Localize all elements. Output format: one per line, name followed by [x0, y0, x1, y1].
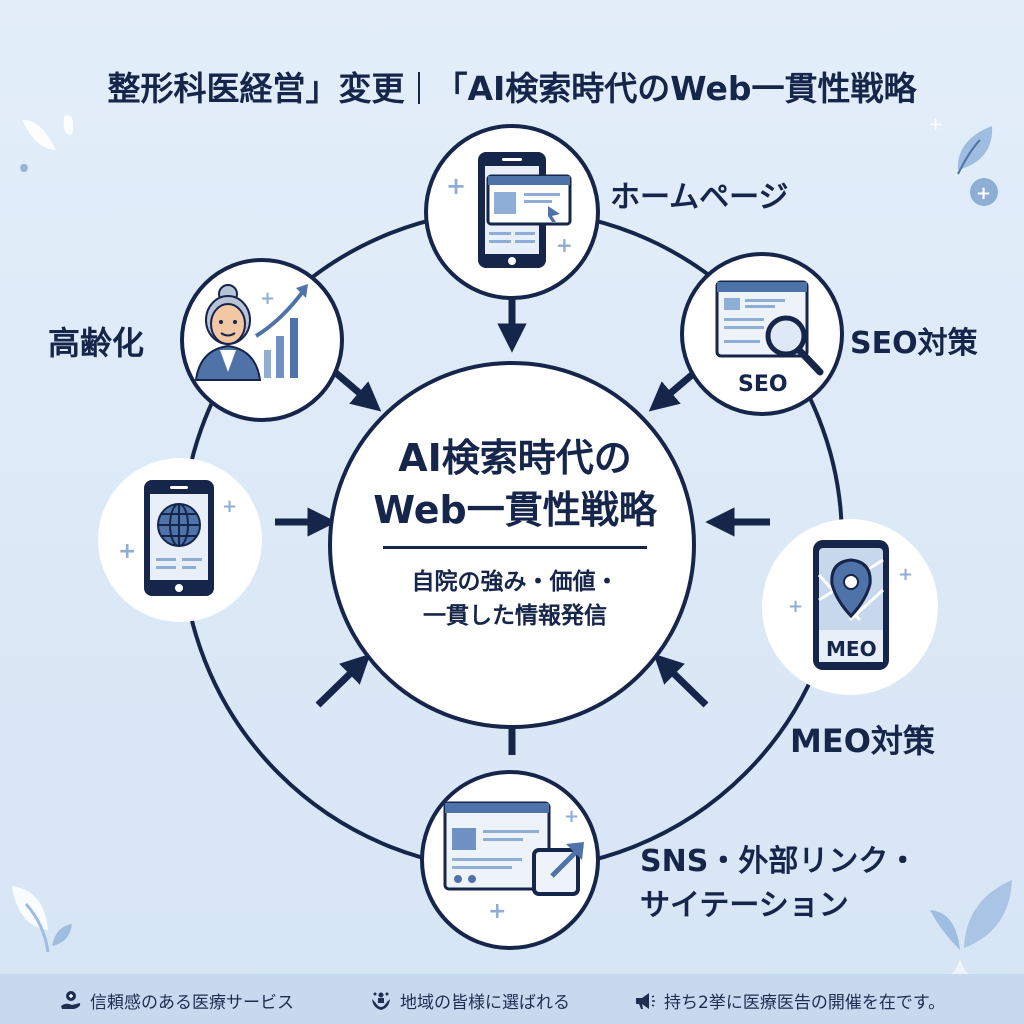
node-mobile-web[interactable]: + + — [98, 458, 262, 622]
center-subtitle-line2: 一貫した情報発信 — [423, 603, 607, 629]
svg-text:+: + — [928, 114, 943, 135]
svg-text:+: + — [222, 496, 237, 517]
svg-text:MEO: MEO — [826, 637, 877, 661]
title-separator — [418, 72, 421, 104]
footer-bar: 信頼感のある医療サービス 地域の皆様に選ばれる 持ち2挙に医療医告の開催を在です… — [0, 974, 1024, 1024]
svg-text:+: + — [118, 539, 136, 564]
svg-text:+: + — [564, 806, 579, 827]
center-divider — [383, 546, 647, 549]
title-right: 「AI検索時代のWeb一貫性戦略 — [434, 69, 917, 108]
label-seo: SEO対策 — [850, 326, 978, 361]
label-sns-line1: SNS・外部リンク・ — [640, 844, 918, 879]
label-sns-line2: サイテーション — [640, 888, 849, 923]
elderly-growth-icon: + — [194, 284, 308, 381]
leaf-decoration-top-left — [20, 115, 73, 172]
leaf-decoration-bottom-left — [12, 886, 72, 953]
svg-text:+: + — [556, 233, 573, 257]
node-aging[interactable]: + — [180, 258, 344, 422]
external-link-icon: + + — [443, 801, 584, 924]
node-homepage[interactable]: + + — [424, 124, 600, 300]
label-meo: MEO対策 — [790, 722, 935, 760]
center-circle — [328, 361, 696, 729]
footer-label-community: 地域の皆様に選ばれる — [400, 993, 570, 1013]
label-homepage: ホームページ — [610, 180, 789, 215]
svg-text:+: + — [446, 172, 466, 200]
label-sns: SNS・外部リンク・ サイテーション — [640, 840, 918, 928]
leaf-decoration-top-right: + + — [928, 114, 998, 206]
footer-label-notice: 持ち2挙に医療医告の開催を在です。 — [664, 993, 946, 1013]
globe-phone-icon: + + — [118, 480, 237, 596]
page-title: 整形科医経営」変更「AI検索時代のWeb一貫性戦略 — [0, 62, 1024, 110]
seo-magnifier-icon: SEO — [715, 280, 824, 397]
megaphone-icon — [636, 992, 655, 1009]
center-title-line2: Web一貫性戦略 — [373, 488, 657, 532]
node-meo[interactable]: MEO + + — [762, 519, 938, 695]
center-title-line1: AI検索時代の — [398, 436, 632, 480]
map-pin-phone-icon: MEO + + — [788, 540, 913, 670]
title-left: 整形科医経営」変更 — [107, 69, 405, 108]
svg-text:+: + — [260, 288, 275, 309]
node-sns[interactable]: + + — [420, 770, 600, 950]
footer-label-trust: 信頼感のある医療サービス — [90, 993, 294, 1013]
center-content: AI検索時代の Web一貫性戦略 自院の強み・価値・ 一貫した情報発信 — [340, 432, 690, 633]
community-hands-icon — [372, 992, 390, 1010]
footer-item-notice: 持ち2挙に医療医告の開催を在です。 — [634, 988, 945, 1013]
label-aging: 高齢化 — [48, 324, 145, 362]
node-seo[interactable]: SEO — [680, 252, 844, 416]
care-hand-icon — [61, 990, 81, 1009]
svg-text:+: + — [898, 564, 913, 585]
svg-text:+: + — [976, 183, 991, 204]
svg-text:+: + — [488, 899, 506, 924]
footer-item-trust: 信頼感のある医療サービス — [60, 988, 294, 1013]
center-subtitle-line1: 自院の強み・価値・ — [411, 569, 619, 595]
svg-text:SEO: SEO — [738, 372, 788, 397]
smartphone-browser-icon: + + — [446, 152, 573, 268]
footer-item-community: 地域の皆様に選ばれる — [370, 988, 570, 1013]
svg-text:+: + — [788, 596, 803, 617]
